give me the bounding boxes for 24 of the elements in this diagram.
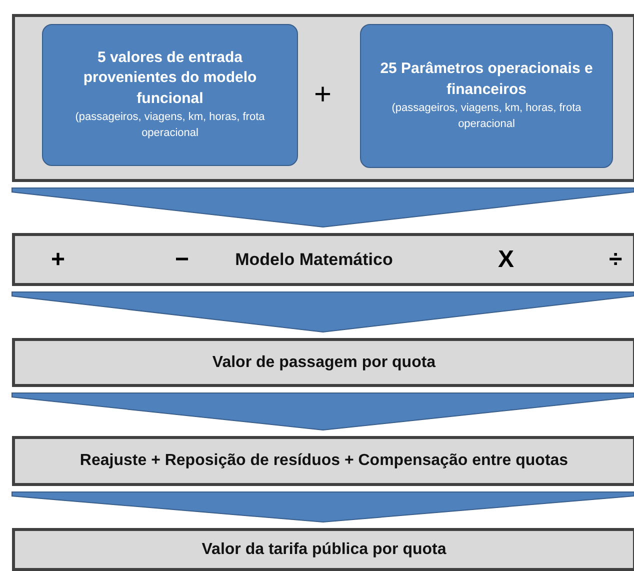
input-box [360, 24, 613, 168]
operator-symbol: X [498, 246, 514, 274]
process-band [12, 233, 634, 286]
process-band [12, 528, 634, 571]
band-label: Reajuste + Reposição de resíduos + Compensação entre quotas [80, 452, 568, 470]
band-label: Valor de passagem por quota [212, 354, 436, 372]
operator-symbol: − [175, 246, 190, 274]
operator-symbol: + [51, 246, 66, 274]
chevron-arrow [12, 188, 634, 228]
input-box [42, 24, 298, 166]
plus-sign: + [314, 78, 332, 112]
box-title: 25 Parâmetros operacionais e financeiros [379, 59, 594, 100]
process-band [12, 436, 634, 486]
operator-symbol: ÷ [609, 246, 622, 274]
chevron-arrow [12, 292, 634, 332]
band-label: Valor da tarifa pública por quota [202, 540, 446, 558]
box-note: (passageiros, viagens, km, horas, frota operacional [390, 100, 582, 132]
box-title: 5 valores de entrada provenientes do modelo funcional [82, 48, 258, 109]
chevron-arrow [12, 492, 634, 522]
process-band [12, 338, 634, 387]
input-panel [12, 14, 634, 182]
box-note: (passageiros, viagens, km, horas, frota operacional [74, 110, 266, 142]
band-label: Modelo Matemático [235, 250, 393, 270]
chevron-arrow [12, 392, 634, 430]
